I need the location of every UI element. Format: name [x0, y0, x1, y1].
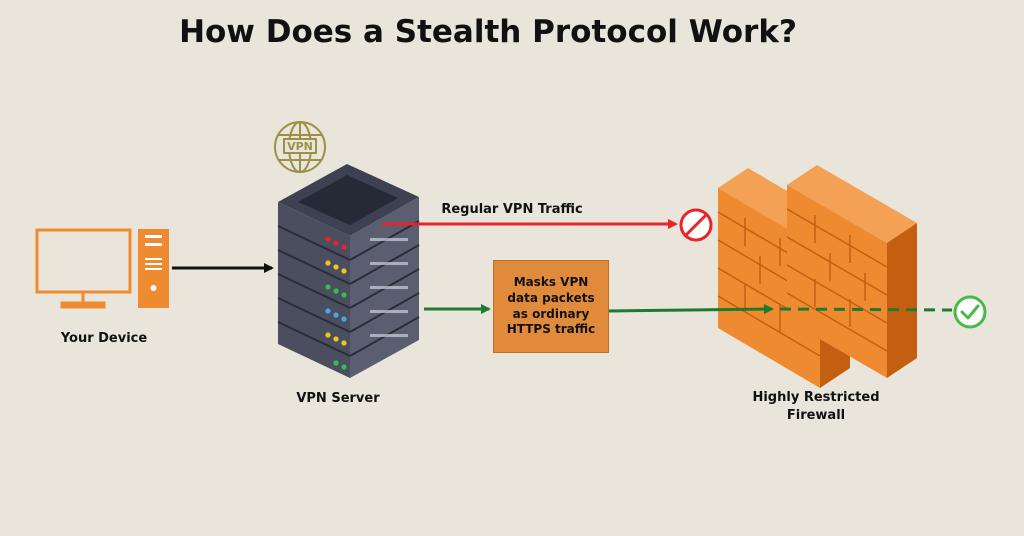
- check-icon: [953, 295, 987, 329]
- mask-process-box: Masks VPN data packets as ordinary HTTPS…: [493, 260, 609, 353]
- firewall-label-line1: Highly Restricted: [752, 390, 880, 405]
- server-label: VPN Server: [296, 391, 380, 406]
- device-label: Your Device: [60, 331, 148, 346]
- regular-traffic-label: Regular VPN Traffic: [441, 202, 582, 217]
- computer-icon: [35, 228, 169, 309]
- mask-box-text: Masks VPN data packets as ordinary HTTPS…: [506, 275, 596, 337]
- vpn-globe-icon: VPN: [274, 121, 326, 173]
- firewall-icon: [717, 165, 917, 388]
- blocked-icon: [679, 208, 713, 242]
- firewall-label: Highly Restricted Firewall: [740, 389, 892, 424]
- masked-traffic-dashed: [779, 307, 953, 312]
- masked-traffic-arrow: [608, 304, 774, 315]
- diagram-title: How Does a Stealth Protocol Work?: [179, 14, 797, 50]
- firewall-label-line2: Firewall: [786, 407, 846, 423]
- monitor-icon: [35, 228, 132, 309]
- vpn-globe-text: VPN: [287, 140, 313, 153]
- tower-icon: [138, 229, 169, 308]
- server-rack-icon: [277, 164, 420, 378]
